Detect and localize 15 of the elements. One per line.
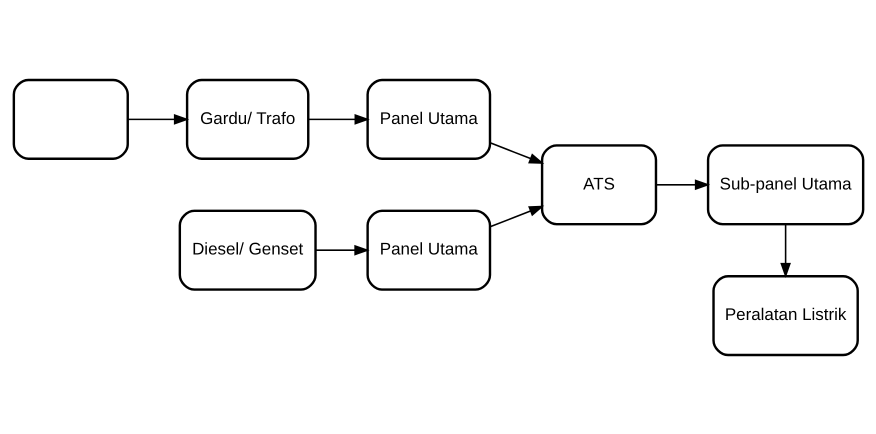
arrow (308, 114, 370, 124)
node-box: Panel Utama (366, 78, 491, 160)
arrow (128, 114, 189, 124)
arrow (489, 142, 544, 164)
node-box: Sub-panel Utama (706, 144, 864, 225)
arrow (780, 224, 790, 278)
arrow (489, 205, 544, 228)
node-box: Diesel/ Genset (178, 209, 316, 290)
node-box (12, 78, 128, 160)
arrow (656, 178, 710, 190)
node-box: Panel Utama (366, 209, 491, 290)
node-box: Gardu/ Trafo (185, 78, 309, 160)
arrow (315, 244, 370, 256)
node-box: Peralatan Listrik (712, 274, 858, 356)
node-box: ATS (540, 144, 657, 225)
